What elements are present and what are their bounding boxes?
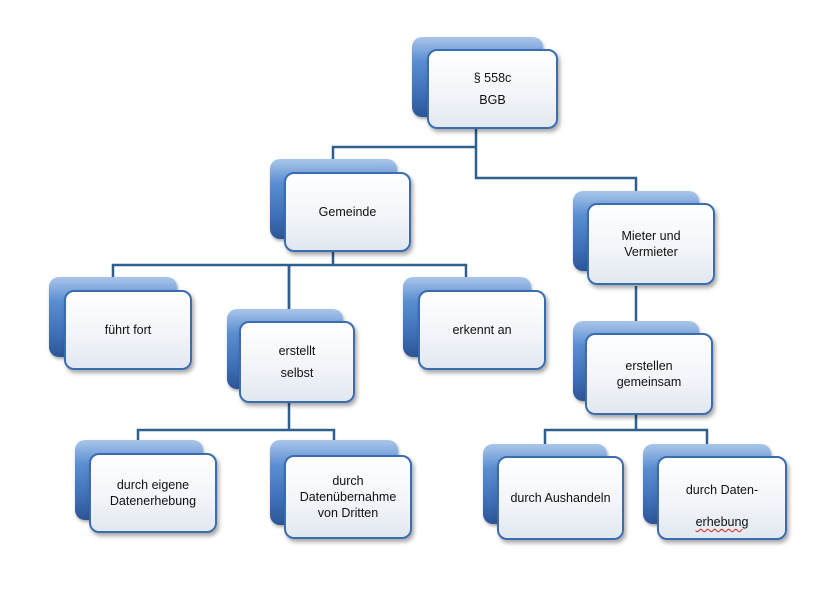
node-datenerhebung-line2: erhebung bbox=[695, 515, 749, 529]
node-datenerhebung-label: durch Daten- erhebung bbox=[686, 466, 758, 530]
node-datenerhebung-box: durch Daten- erhebung bbox=[657, 456, 787, 540]
node-fuehrt-box: führt fort bbox=[64, 290, 192, 370]
connector-root-down bbox=[474, 125, 638, 192]
node-eigene-box: durch eigene Datenerhebung bbox=[89, 453, 217, 533]
connector-erstellen-children bbox=[543, 414, 709, 445]
node-gemeinde-label: Gemeinde bbox=[318, 205, 377, 219]
node-erstellen-label: erstellen gemeinsam bbox=[616, 359, 682, 389]
connector-erstellt-children bbox=[136, 403, 336, 441]
node-eigene-label: durch eigene Datenerhebung bbox=[109, 478, 197, 508]
node-aushandeln-box: durch Aushandeln bbox=[497, 456, 624, 540]
node-datenerhebung-line1: durch Daten- bbox=[685, 483, 759, 497]
node-root-box: § 558c BGB bbox=[427, 49, 558, 129]
node-gemeinde-box: Gemeinde bbox=[284, 172, 411, 252]
connector-root-gemeinde bbox=[331, 145, 476, 160]
node-mieter-label: Mieter und Vermieter bbox=[621, 229, 681, 259]
node-fuehrt-label: führt fort bbox=[104, 323, 152, 337]
node-aushandeln-label: durch Aushandeln bbox=[510, 491, 611, 505]
node-erstellen-box: erstellen gemeinsam bbox=[585, 333, 713, 415]
node-root-label: § 558c BGB bbox=[473, 71, 512, 107]
node-uebernahme-box: durch Datenübernahme von Dritten bbox=[284, 455, 412, 539]
node-mieter-box: Mieter und Vermieter bbox=[587, 203, 715, 285]
node-erstellt-box: erstellt selbst bbox=[239, 321, 355, 403]
node-erstellt-label: erstellt selbst bbox=[278, 344, 316, 380]
node-erkennt-label: erkennt an bbox=[452, 323, 512, 337]
node-erkennt-box: erkennt an bbox=[418, 290, 546, 370]
node-uebernahme-label: durch Datenübernahme von Dritten bbox=[299, 474, 397, 520]
